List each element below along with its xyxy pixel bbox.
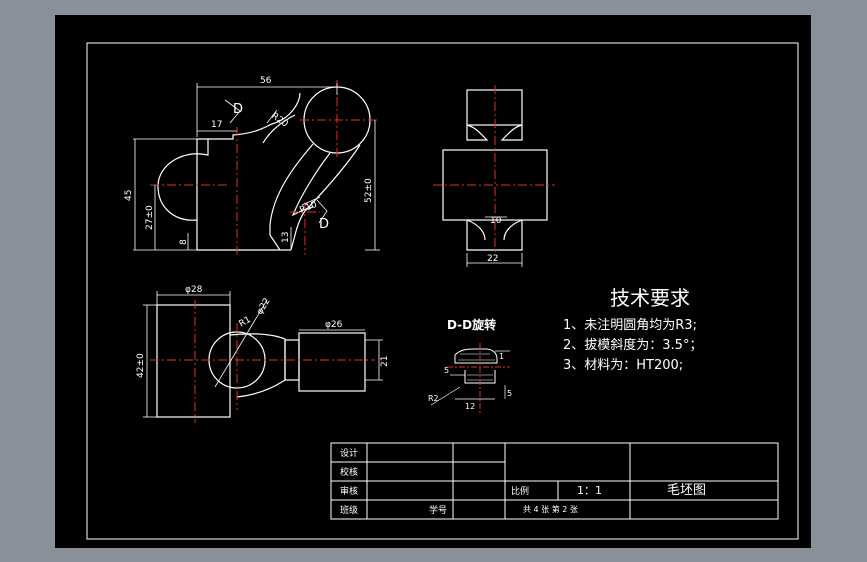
tech-req-item-1: 1、未注明圆角均为R3; [563, 318, 697, 333]
side-view-centerlines [433, 85, 555, 255]
front-view [157, 86, 371, 251]
section-view-dimension-texts: R2 5 12 5 1 [428, 352, 512, 411]
dim-phi26: φ26 [325, 320, 343, 330]
inner-border [86, 42, 799, 540]
dim-r20: R20 [269, 111, 289, 130]
dim-17: 17 [211, 120, 222, 130]
top-view-dimensions [143, 291, 383, 418]
section-view [454, 348, 498, 384]
cad-drawing: 56 17 45 27±0 8 52±0 13 R20 R10 D D 10 2… [86, 42, 799, 540]
dim-22: 22 [487, 254, 498, 264]
dim-12: 12 [465, 402, 475, 411]
front-view-dimensions [133, 83, 380, 251]
label-design: 设计 [340, 447, 358, 459]
label-review: 审核 [340, 485, 358, 497]
dim-phi22: φ22 [255, 297, 273, 317]
dim-52: 52±0 [364, 178, 374, 203]
title-block [330, 442, 779, 520]
label-check: 校核 [340, 466, 358, 478]
front-view-centerlines [150, 80, 380, 255]
dim-r2: R2 [428, 394, 439, 403]
section-title: D-D旋转 [447, 317, 496, 332]
label-scale: 比例 [511, 485, 529, 497]
dim-phi28: φ28 [185, 285, 203, 295]
dim-45: 45 [124, 190, 134, 201]
dim-56: 56 [260, 76, 272, 86]
tech-req-item-3: 3、材料为：HT200; [563, 358, 683, 373]
dim-27: 27±0 [145, 205, 155, 230]
dim-21: 21 [380, 356, 390, 367]
drawing-sheet: 56 17 45 27±0 8 52±0 13 R20 R10 D D 10 2… [55, 15, 811, 548]
title-block-texts: 设计 校核 审核 班级 学号 比例 1：1 共 4 张 第 2 张 毛坯图 [340, 447, 706, 516]
drawing-name: 毛坯图 [667, 483, 706, 498]
dim-5b: 5 [507, 389, 512, 398]
top-view-centerlines [150, 300, 375, 423]
section-mark-d-top: D [233, 102, 243, 117]
label-class: 班级 [340, 504, 358, 516]
dim-10: 10 [490, 216, 502, 226]
section-view-centerline [447, 343, 510, 413]
scale-value: 1：1 [577, 484, 602, 497]
dim-8: 8 [179, 239, 189, 245]
section-view-dimensions [430, 350, 510, 406]
top-view-dimension-texts: φ28 φ22 R1 42±0 φ26 21 [136, 285, 390, 378]
label-student-no: 学号 [429, 504, 447, 516]
tech-req-title: 技术要求 [610, 286, 690, 310]
dim-42: 42±0 [136, 353, 146, 378]
sheet-count: 共 4 张 第 2 张 [523, 504, 578, 514]
dim-13: 13 [281, 232, 291, 243]
side-view-dimensions [466, 216, 523, 267]
dim-1: 1 [499, 352, 504, 361]
tech-req-item-2: 2、拔模斜度为：3.5°； [563, 337, 702, 353]
dim-5a: 5 [444, 366, 449, 375]
section-mark-d-bottom: D [319, 217, 329, 232]
dim-r10: R10 [298, 200, 318, 216]
